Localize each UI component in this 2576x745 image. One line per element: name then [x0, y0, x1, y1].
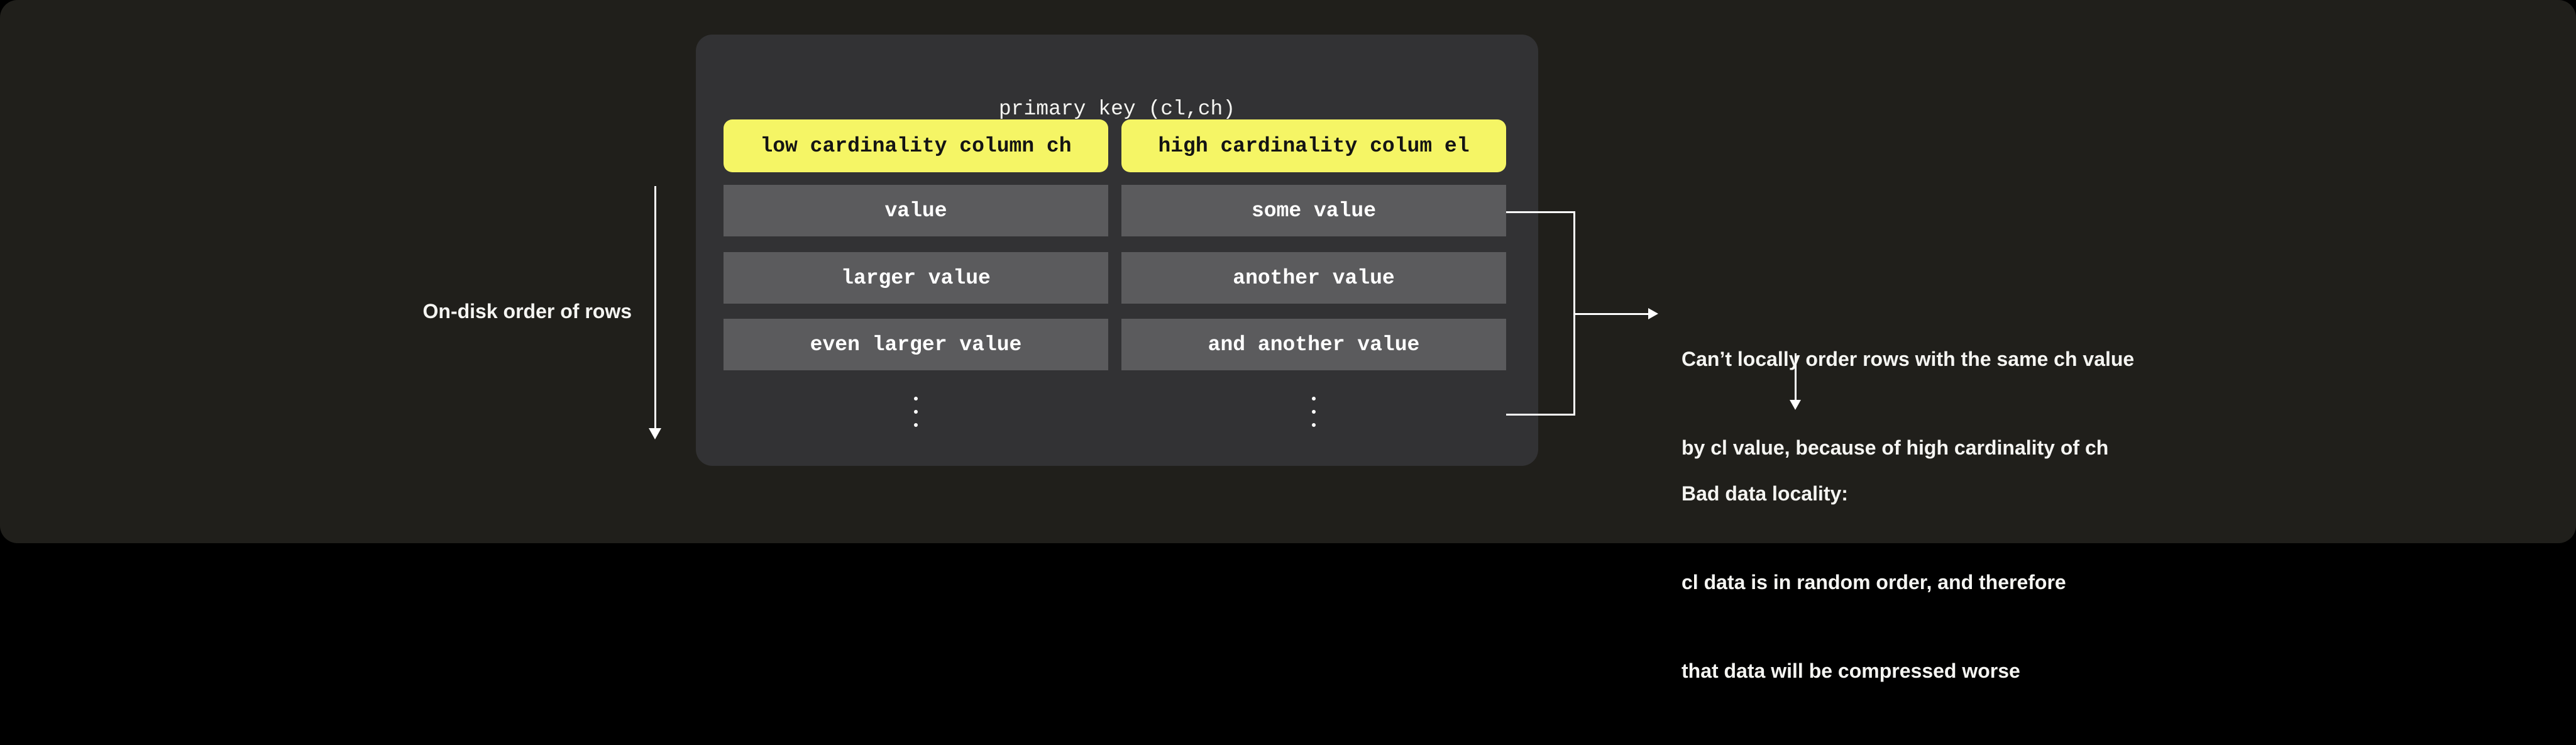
column-header: high cardinality colum el [1121, 119, 1506, 172]
arrow-right-icon [1648, 308, 1658, 319]
column-low-cardinality: low cardinality column ch value larger v… [724, 35, 1108, 466]
on-disk-order-label: On-disk order of rows [422, 300, 632, 323]
note-line: that data will be compressed worse [1682, 659, 2020, 682]
note-line: Bad data locality: [1682, 482, 1848, 505]
table-row: larger value [724, 252, 1108, 304]
bracket-bottom-line [1506, 414, 1575, 416]
panel-title: primary key (cl,ch) [998, 97, 1236, 121]
vertical-ellipsis-icon [724, 397, 1108, 427]
column-header: low cardinality column ch [724, 119, 1108, 172]
arrow-down-icon [1790, 400, 1801, 410]
table-row: value [724, 185, 1108, 236]
table-row: and another value [1121, 319, 1506, 370]
consequence-arrow-line [1795, 353, 1797, 400]
primary-key-panel: primary key (cl,ch) low cardinality colu… [696, 35, 1538, 466]
table-row: some value [1121, 185, 1506, 236]
on-disk-order-arrow-line [654, 186, 656, 428]
column-high-cardinality: high cardinality colum el some value ano… [1121, 35, 1506, 466]
bracket-top-line [1506, 211, 1575, 213]
table-row: another value [1121, 252, 1506, 304]
note-line: cl data is in random order, and therefor… [1682, 571, 2066, 593]
bracket-arrow-line [1575, 313, 1648, 315]
note-cant-order: Can’t locally order rows with the same c… [1682, 285, 2134, 522]
bracket-vertical-line [1573, 211, 1575, 416]
diagram-card: On-disk order of rows primary key (cl,ch… [0, 0, 2576, 682]
table-row: even larger value [724, 319, 1108, 370]
arrow-down-icon [649, 428, 661, 439]
vertical-ellipsis-icon [1121, 397, 1506, 427]
note-bad-locality: Bad data locality: cl data is in random … [1682, 420, 2066, 745]
note-line: by cl value, because of high cardinality… [1682, 436, 2109, 459]
note-line: Can’t locally order rows with the same c… [1682, 348, 2135, 370]
